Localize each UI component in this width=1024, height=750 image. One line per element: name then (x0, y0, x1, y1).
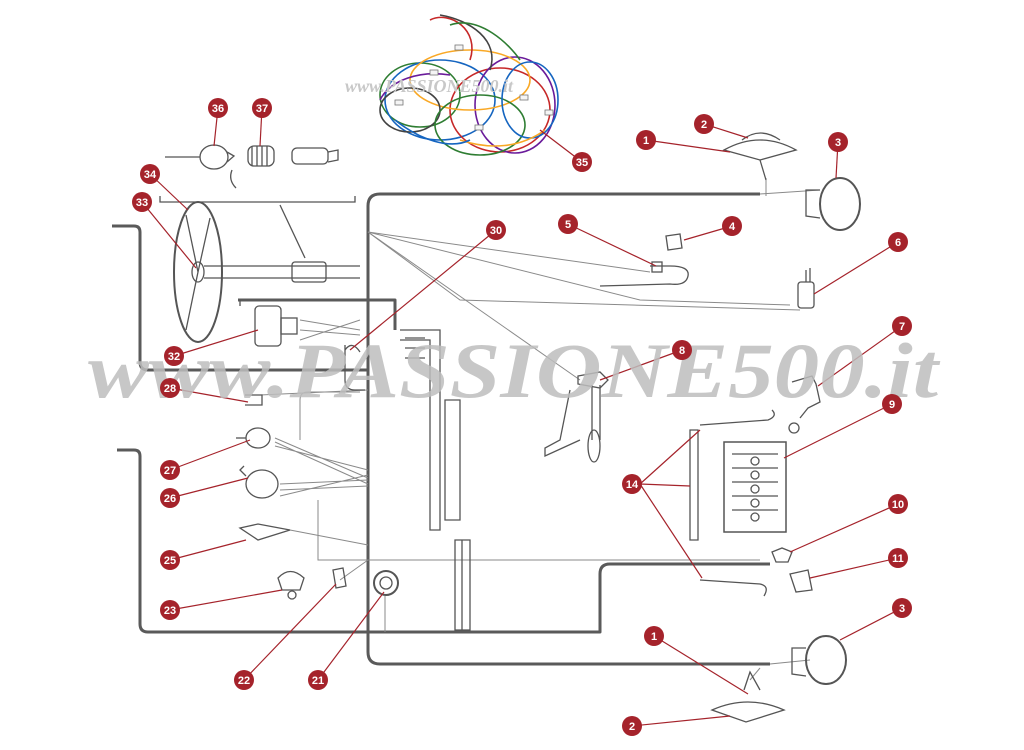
callouts: 1 2 3 4 5 6 7 8 9 10 11 14 21 22 23 25 2… (132, 98, 912, 736)
callout-label: 10 (892, 499, 904, 511)
callout-label: 1 (643, 135, 649, 147)
callout-14: 14 (622, 474, 642, 494)
callout-21: 21 (308, 670, 328, 690)
callout-27: 27 (160, 460, 180, 480)
watermark-main: www.PASSIONE500.it (88, 327, 941, 414)
callout-4: 4 (722, 216, 742, 236)
callout-label: 3 (835, 137, 841, 149)
callout-label: 3 (899, 603, 905, 615)
harness-lines (112, 192, 770, 666)
callout-label: 30 (490, 225, 502, 237)
callout-label: 37 (256, 103, 268, 115)
callout-3-top: 3 (828, 132, 848, 152)
callout-37: 37 (252, 98, 272, 118)
callout-1-top: 1 (636, 130, 656, 150)
callout-26: 26 (160, 488, 180, 508)
callout-1-bottom: 1 (644, 626, 664, 646)
watermark-small: www.PASSIONE500.it (345, 76, 514, 96)
callout-22: 22 (234, 670, 254, 690)
harness-photo (379, 14, 559, 156)
callout-label: 7 (899, 321, 905, 333)
wires (259, 178, 821, 681)
callout-label: 27 (164, 465, 176, 477)
callout-label: 32 (168, 351, 180, 363)
callout-label: 26 (164, 493, 176, 505)
callout-label: 11 (892, 553, 904, 565)
callout-23: 23 (160, 600, 180, 620)
callout-label: 1 (651, 631, 657, 643)
callout-label: 36 (212, 103, 224, 115)
callout-label: 8 (679, 345, 685, 357)
callout-label: 6 (895, 237, 901, 249)
callout-label: 4 (729, 221, 736, 233)
callout-label: 25 (164, 555, 176, 567)
callout-11: 11 (888, 548, 908, 568)
callout-label: 14 (626, 479, 639, 491)
callout-36: 36 (208, 98, 228, 118)
callout-3-bottom: 3 (892, 598, 912, 618)
callout-6: 6 (888, 232, 908, 252)
callout-2-top: 2 (694, 114, 714, 134)
callout-5: 5 (558, 214, 578, 234)
callout-32: 32 (164, 346, 184, 366)
callout-7: 7 (892, 316, 912, 336)
callout-35: 35 (572, 152, 592, 172)
callout-label: 23 (164, 605, 176, 617)
callout-30: 30 (486, 220, 506, 240)
callout-9: 9 (882, 394, 902, 414)
callout-label: 34 (144, 169, 157, 181)
callout-label: 28 (164, 383, 176, 395)
callout-10: 10 (888, 494, 908, 514)
components (159, 132, 861, 723)
callout-label: 21 (312, 675, 324, 687)
callout-34: 34 (140, 164, 160, 184)
callout-label: 5 (565, 219, 571, 231)
callout-25: 25 (160, 550, 180, 570)
callout-label: 35 (576, 157, 588, 169)
callout-leaders (141, 107, 903, 727)
callout-label: 22 (238, 675, 250, 687)
callout-8: 8 (672, 340, 692, 360)
callout-2-bottom: 2 (622, 716, 642, 736)
callout-label: 2 (629, 721, 635, 733)
callout-label: 9 (889, 399, 895, 411)
callout-label: 33 (136, 197, 148, 209)
callout-28: 28 (160, 378, 180, 398)
callout-label: 2 (701, 119, 707, 131)
callout-33: 33 (132, 192, 152, 212)
